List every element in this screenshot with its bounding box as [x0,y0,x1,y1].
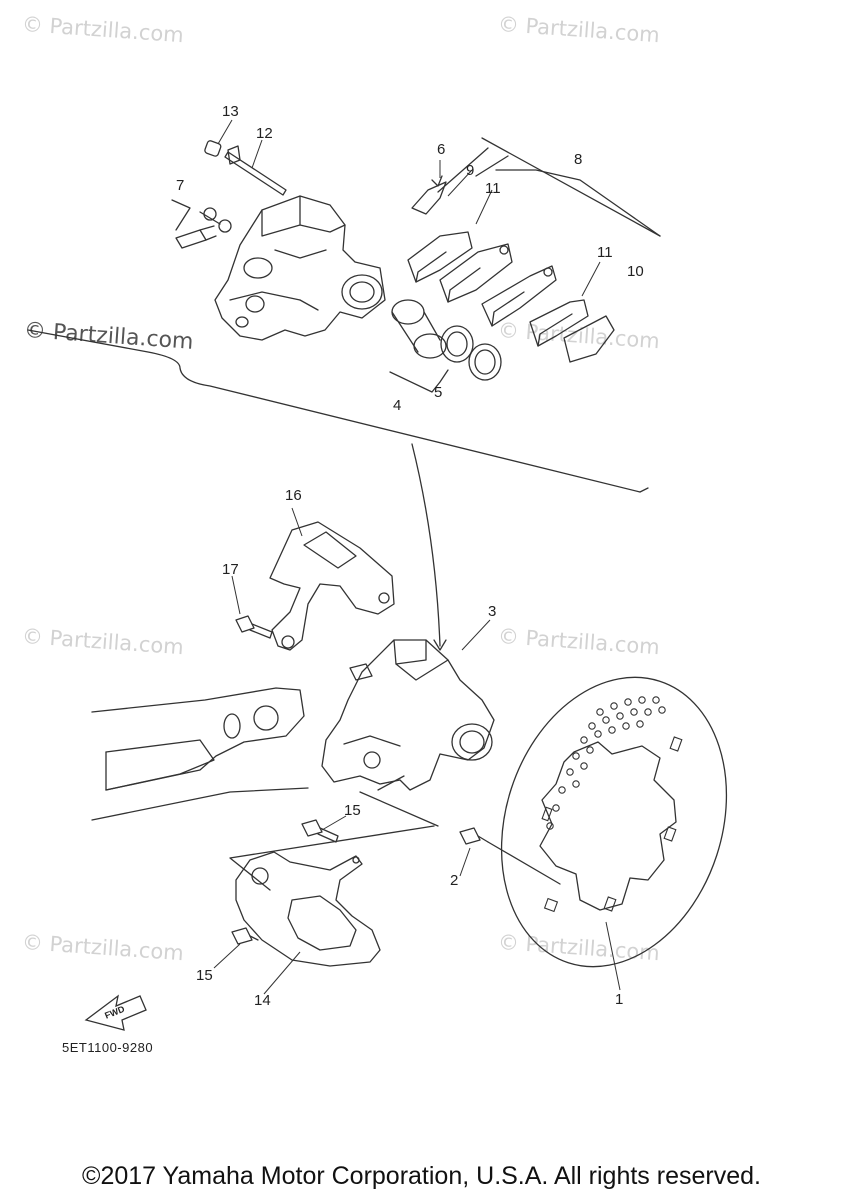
brake-pad-kit-11a [439,243,513,303]
callout-8: 8 [574,151,583,168]
callout-7: 7 [176,177,185,194]
part-number: 5ET1100-9280 [62,1040,154,1055]
callout-11b: 11 [597,244,613,261]
copyright-notice: ©2017 Yamaha Motor Corporation, U.S.A. A… [82,1162,761,1190]
leader-lines [213,119,621,995]
callout-1: 1 [615,991,624,1008]
callout-12: 12 [256,125,273,142]
brake-disc-1 [500,676,728,968]
plug-13 [204,140,222,157]
caliper-bracket-guard-16 [269,521,395,651]
swingarm [91,687,309,821]
callout-2: 2 [450,872,459,889]
bolt-2 [459,827,489,845]
caliper-body-exploded [214,195,386,341]
pad-spring-6 [411,175,447,215]
callout-11a: 11 [485,180,501,197]
seal-kit-5 [440,325,502,381]
callout-15a: 15 [344,802,361,819]
brake-pad-kit-11b [529,299,589,347]
disc-guard-14 [229,825,435,967]
bolt-15-upper [301,819,339,843]
callout-6: 6 [437,141,446,158]
brake-caliper-assy-3 [321,639,495,791]
callout-5: 5 [434,384,443,401]
callout-3: 3 [488,603,497,620]
callout-15b: 15 [196,967,213,984]
fwd-arrow-icon: FWD [84,994,147,1031]
pad-shim-10 [563,315,615,363]
callout-14: 14 [254,992,271,1009]
callout-13: 13 [222,103,239,120]
brake-pad-9 [407,231,473,283]
disc-holes [541,696,683,913]
brake-pad-kit-8 [481,265,557,327]
callout-10: 10 [627,263,644,280]
bolt-15-lower [231,927,259,945]
callout-16: 16 [285,487,302,504]
pin-12 [224,145,287,196]
callout-4: 4 [393,397,402,414]
piston-4 [391,299,447,359]
callout-9: 9 [466,162,475,179]
callout-17: 17 [222,561,239,578]
bolt-17 [235,615,273,639]
